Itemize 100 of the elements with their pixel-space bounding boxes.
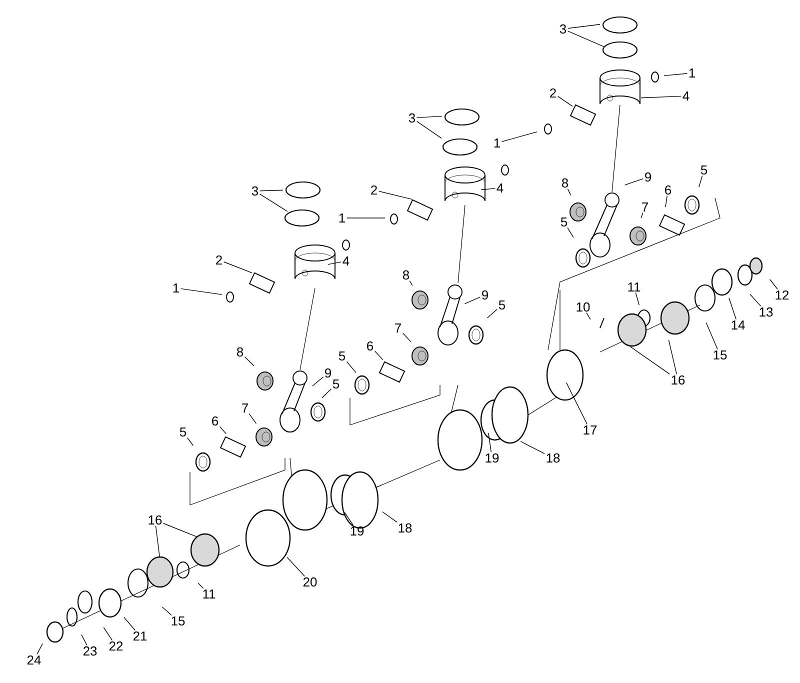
leader-line — [36, 643, 43, 655]
callout-number: 7 — [395, 324, 401, 332]
callout-number: 1 — [339, 214, 345, 222]
leader-line — [566, 382, 588, 425]
callout-number: 5 — [560, 217, 568, 227]
leader-line — [567, 30, 605, 48]
leader-line — [464, 296, 481, 304]
callout-number: 21 — [133, 631, 147, 641]
callout-number: 1 — [494, 138, 500, 148]
callout-number: 1 — [173, 284, 179, 292]
leader-line — [698, 175, 703, 188]
callout-number: 8 — [562, 178, 568, 188]
leader-line — [259, 190, 284, 192]
callout-number: 4 — [682, 92, 690, 100]
callout-number: 2 — [216, 255, 222, 265]
leader-line — [163, 523, 198, 538]
leader-line — [374, 350, 384, 360]
leader-line — [286, 556, 305, 577]
leader-line — [409, 280, 413, 286]
callout-number: 5 — [700, 165, 708, 175]
leader-line — [488, 432, 492, 453]
leader-line — [750, 294, 762, 307]
leader-line — [180, 288, 222, 295]
leader-line — [728, 298, 736, 320]
callout-number: 24 — [27, 655, 41, 665]
leader-line — [312, 376, 324, 386]
callout-number: 3 — [408, 113, 416, 123]
callout-number: 11 — [628, 282, 640, 292]
callout-number: 10 — [576, 302, 590, 312]
callout-number: 15 — [172, 616, 185, 626]
leader-line — [81, 634, 88, 646]
leader-line — [624, 178, 644, 186]
callout-number: 5 — [338, 351, 346, 361]
callout-number: 18 — [398, 523, 412, 533]
callout-number: 5 — [180, 427, 186, 437]
leader-line — [402, 332, 412, 342]
callout-number: 2 — [371, 185, 377, 195]
callout-number: 17 — [584, 426, 597, 434]
callout-number: 8 — [236, 347, 244, 357]
leader-line — [416, 120, 442, 139]
callout-number: 22 — [109, 641, 123, 651]
leader-line — [501, 131, 538, 142]
leader-line — [635, 292, 640, 306]
callout-number: 16 — [672, 375, 685, 385]
callout-number: 4 — [496, 184, 504, 192]
leader-line — [162, 606, 172, 616]
callout-number: 8 — [402, 270, 410, 280]
callout-number: 19 — [486, 453, 499, 463]
leader-line — [248, 413, 257, 424]
leader-line — [586, 312, 591, 320]
callout-number: 12 — [776, 290, 789, 300]
callout-number: 9 — [645, 172, 651, 182]
callout-number: 16 — [148, 515, 162, 525]
leader-line — [103, 627, 113, 641]
leader-line — [328, 262, 342, 265]
leader-line — [567, 227, 574, 238]
leader-line — [668, 340, 677, 375]
callout-number: 18 — [546, 453, 560, 463]
leader-line — [557, 96, 573, 107]
leader-line — [155, 525, 160, 558]
leader-line — [665, 195, 668, 208]
leader-line — [567, 188, 572, 196]
callout-number: 20 — [303, 577, 317, 587]
leader-line — [486, 308, 498, 318]
leader-line — [378, 190, 412, 200]
callout-number: 7 — [642, 202, 648, 212]
leader-line — [480, 188, 496, 190]
leader-line — [630, 346, 670, 375]
callout-number: 2 — [550, 88, 556, 98]
callout-number: 4 — [342, 256, 350, 266]
leader-line — [640, 212, 644, 219]
callout-number: 9 — [325, 368, 331, 378]
callout-number: 5 — [498, 300, 506, 310]
callout-number: 1 — [689, 68, 695, 78]
callout-number: 15 — [714, 350, 727, 360]
callout-number: 23 — [83, 646, 97, 656]
leader-line — [640, 96, 682, 98]
leader-line — [198, 582, 204, 589]
leader-line — [124, 616, 136, 631]
callout-number: 19 — [350, 526, 364, 536]
callout-number: 6 — [212, 416, 218, 426]
leader-line — [706, 322, 718, 350]
leader-line — [223, 262, 253, 274]
callout-number: 3 — [252, 186, 258, 196]
leader-line — [244, 356, 254, 366]
leader-line — [346, 361, 356, 374]
leader-line — [186, 437, 194, 446]
leader-line — [664, 73, 688, 76]
leader-line — [567, 24, 600, 29]
leader-line — [416, 116, 442, 118]
leader-line — [382, 511, 398, 523]
callout-number: 3 — [560, 24, 566, 34]
callout-number: 14 — [732, 320, 745, 330]
callout-number: 13 — [760, 307, 773, 317]
callout-number: 6 — [367, 341, 374, 351]
callout-number: 7 — [242, 404, 248, 412]
leader-line — [259, 194, 288, 212]
leader-line — [770, 279, 778, 290]
leader-line — [344, 512, 354, 526]
leader-line — [520, 441, 545, 454]
